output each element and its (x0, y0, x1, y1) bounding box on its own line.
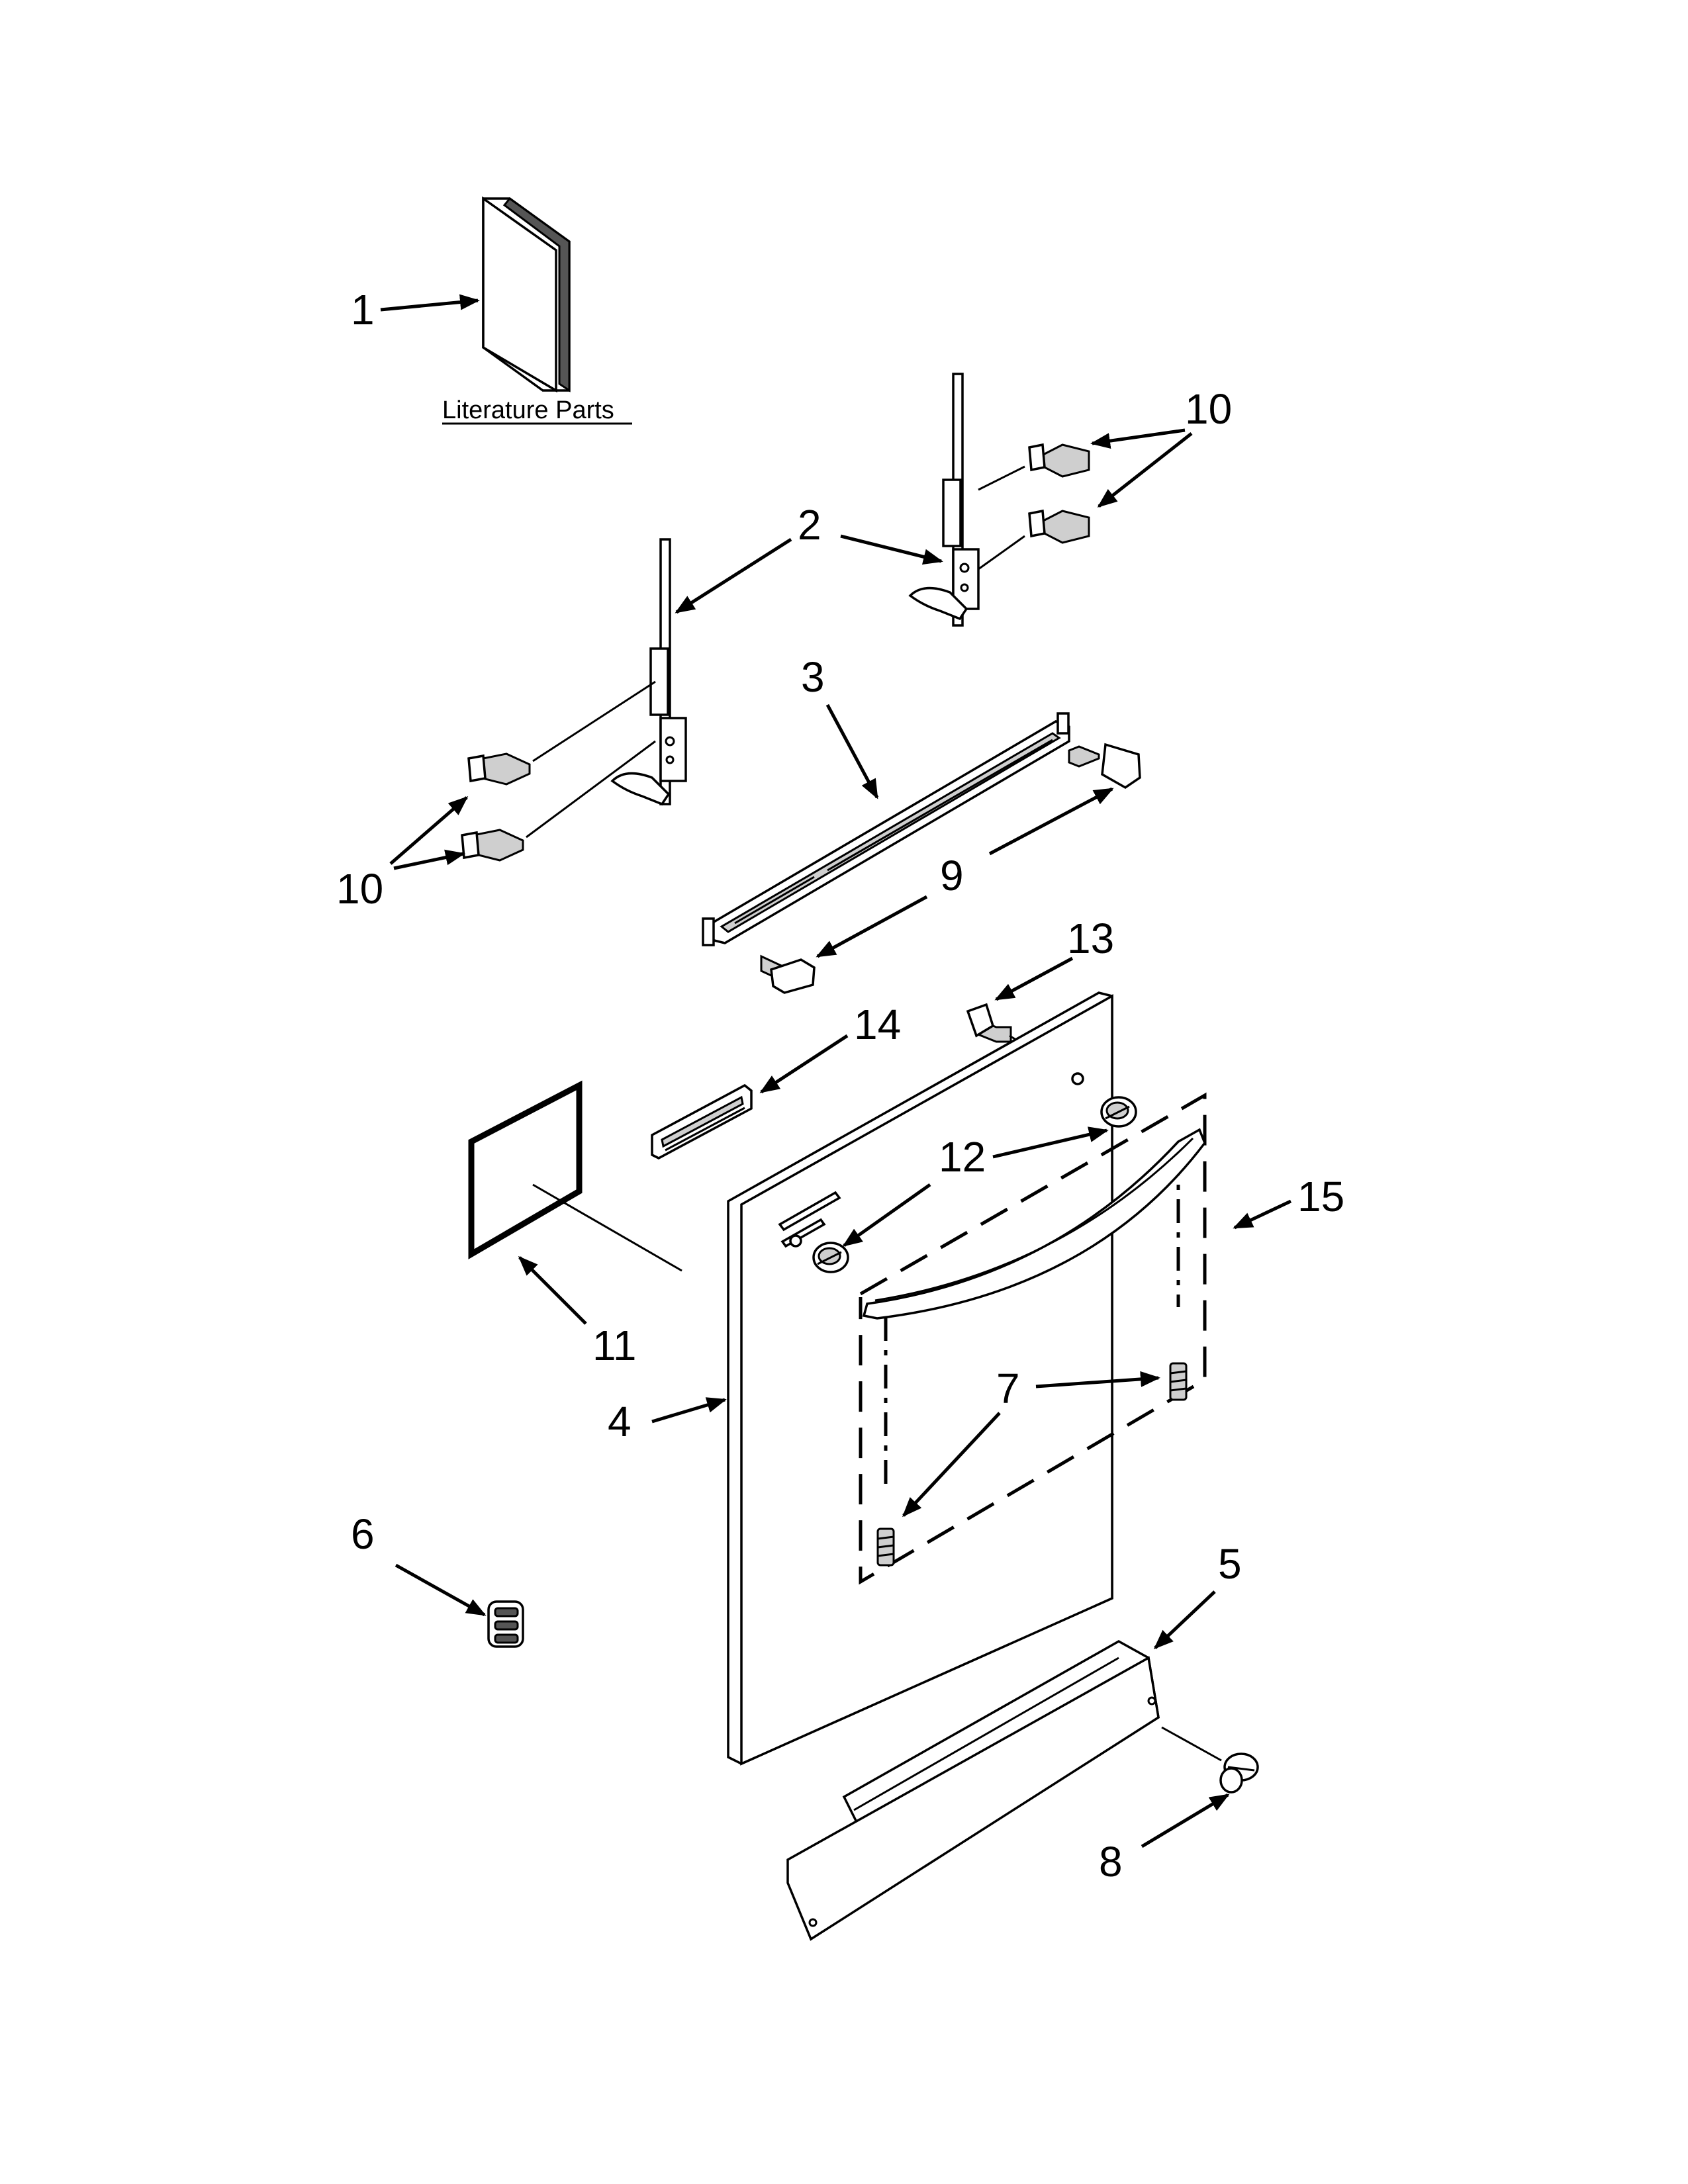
leader-3 (825, 704, 879, 799)
callout-4: 4 (608, 1398, 632, 1445)
callout-13: 13 (1067, 915, 1114, 962)
hinge-right (908, 373, 980, 627)
leader-6 (395, 1563, 487, 1617)
door-clip (487, 1600, 524, 1648)
handle-stud-right (1169, 1362, 1188, 1401)
leader-9-right (988, 787, 1114, 856)
door-handle (862, 1128, 1206, 1320)
literature-parts-booklet (482, 196, 571, 393)
handle-mount-left (789, 1234, 849, 1273)
callout-9: 9 (940, 852, 964, 899)
screw-path-8 (1161, 1726, 1222, 1762)
gasket-guide-line (532, 1183, 682, 1272)
leader-7-left (902, 1412, 1001, 1518)
door-panel (727, 991, 1113, 1766)
leader-4 (651, 1397, 727, 1424)
leader-9-left (816, 895, 928, 958)
callout-11: 11 (592, 1322, 636, 1369)
callout-10-lower: 10 (336, 865, 383, 913)
leader-8 (1141, 1793, 1230, 1848)
handle-assembly-outline (859, 1092, 1207, 1585)
rail-screw-right (1068, 743, 1141, 790)
leader-1 (380, 294, 480, 312)
leader-10-upper-a (1090, 428, 1186, 449)
callout-3: 3 (801, 653, 825, 701)
callout-15: 15 (1297, 1173, 1344, 1220)
hinge-screw-lower-left-2 (461, 829, 524, 862)
handle-mount-right (1071, 1072, 1137, 1128)
door-screw-13 (966, 1003, 1012, 1043)
hinge-screw-upper-right-1 (1028, 443, 1090, 478)
callout-2: 2 (798, 501, 821, 549)
toe-panel-screw (1219, 1752, 1259, 1794)
rail-screw-left (760, 954, 816, 994)
door-rail (702, 712, 1070, 946)
hinge-screw-upper-right-2 (1028, 509, 1090, 544)
door-gasket (468, 1080, 583, 1259)
leader-5 (1153, 1590, 1216, 1650)
leader-15 (1233, 1199, 1292, 1230)
hinge-left (610, 538, 687, 806)
leader-11 (518, 1255, 587, 1325)
leader-10-lower-b (393, 849, 465, 870)
callout-8: 8 (1099, 1838, 1123, 1886)
callout-6: 6 (351, 1510, 375, 1558)
callout-5: 5 (1218, 1540, 1242, 1588)
door-vent (651, 1083, 753, 1160)
leader-10-upper-b (1097, 432, 1193, 508)
callout-14: 14 (854, 1001, 901, 1048)
leader-2-right (840, 534, 943, 565)
hinge-screw-lower-left-1 (467, 752, 531, 786)
leader-2-left (675, 537, 792, 614)
callout-7: 7 (996, 1365, 1020, 1412)
screw-path-lower-1 (532, 680, 656, 762)
leader-12-left (842, 1183, 931, 1248)
toe-panel (786, 1639, 1160, 1941)
leader-13 (994, 956, 1074, 1001)
callout-10-upper: 10 (1185, 385, 1232, 433)
screw-path-upper-2 (978, 535, 1025, 570)
leader-10-lower-a (389, 796, 469, 865)
screw-path-lower-2 (526, 740, 656, 839)
leader-12-right (992, 1126, 1109, 1159)
handle-stud-left (876, 1527, 895, 1567)
leader-7-right (1035, 1371, 1160, 1388)
literature-parts-caption: Literature Parts (442, 396, 614, 424)
screw-path-upper-1 (978, 465, 1025, 491)
leader-14 (759, 1034, 849, 1094)
callout-1: 1 (351, 286, 375, 334)
callout-12: 12 (939, 1133, 986, 1181)
